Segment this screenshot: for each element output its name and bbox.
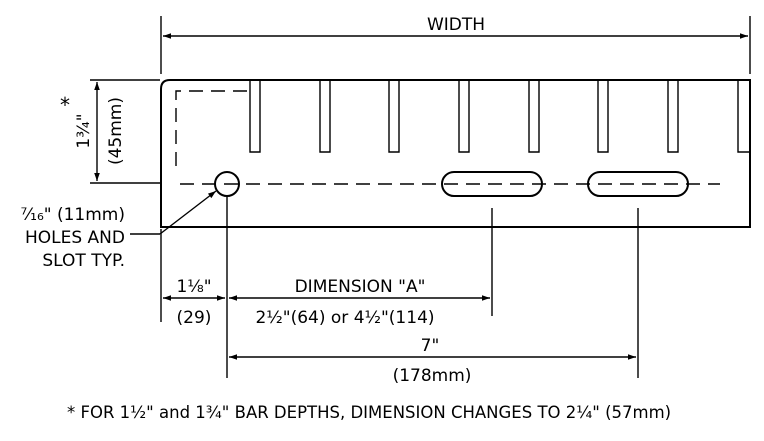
- hole-note: ⁷⁄₁₆" (11mm) HOLES AND SLOT TYP.: [20, 190, 217, 271]
- hole-note-line3: SLOT TYP.: [42, 251, 125, 271]
- seven-inch-label: 7": [421, 336, 440, 356]
- dimension-a-values: 2½"(64) or 4½"(114): [255, 308, 434, 328]
- bar-body: [160, 79, 751, 228]
- hole-note-line2: HOLES AND: [25, 228, 125, 248]
- top-slot: [667, 80, 679, 153]
- top-slots: [249, 80, 750, 153]
- top-slot: [458, 80, 470, 153]
- asterisk-mark: *: [60, 93, 70, 117]
- leader-arrow: [159, 190, 217, 235]
- top-slot: [528, 80, 540, 153]
- edge-dimension-label: 1⅛": [176, 277, 211, 297]
- slot-a: [441, 171, 543, 197]
- hidden-end-plate: [175, 90, 247, 170]
- dimension-a: DIMENSION "A" 2½"(64) or 4½"(114): [229, 277, 490, 328]
- edge-to-hole-dimension: 1⅛" (29): [163, 277, 225, 328]
- top-slot: [388, 80, 400, 153]
- bar-outline: [160, 79, 751, 228]
- footnote: * FOR 1½" and 1¾" BAR DEPTHS, DIMENSION …: [67, 403, 671, 422]
- height-dimension: * 1¾" (45mm): [60, 79, 160, 184]
- top-slot: [737, 80, 750, 153]
- top-slot: [319, 80, 331, 153]
- hole-note-line1: ⁷⁄₁₆" (11mm): [20, 205, 125, 225]
- dimension-a-title: DIMENSION "A": [295, 277, 426, 297]
- round-hole: [214, 171, 240, 197]
- top-slot: [249, 80, 261, 153]
- width-dimension: WIDTH: [160, 15, 751, 74]
- slot-b: [587, 171, 689, 197]
- height-fraction-label: 1¾": [74, 113, 94, 148]
- top-slot: [597, 80, 609, 153]
- seven-inch-dimension: 7" (178mm): [229, 336, 636, 386]
- seven-inch-mm: (178mm): [393, 366, 472, 386]
- width-label: WIDTH: [427, 15, 485, 35]
- edge-dimension-mm: (29): [177, 308, 212, 328]
- height-mm-label: (45mm): [106, 97, 126, 165]
